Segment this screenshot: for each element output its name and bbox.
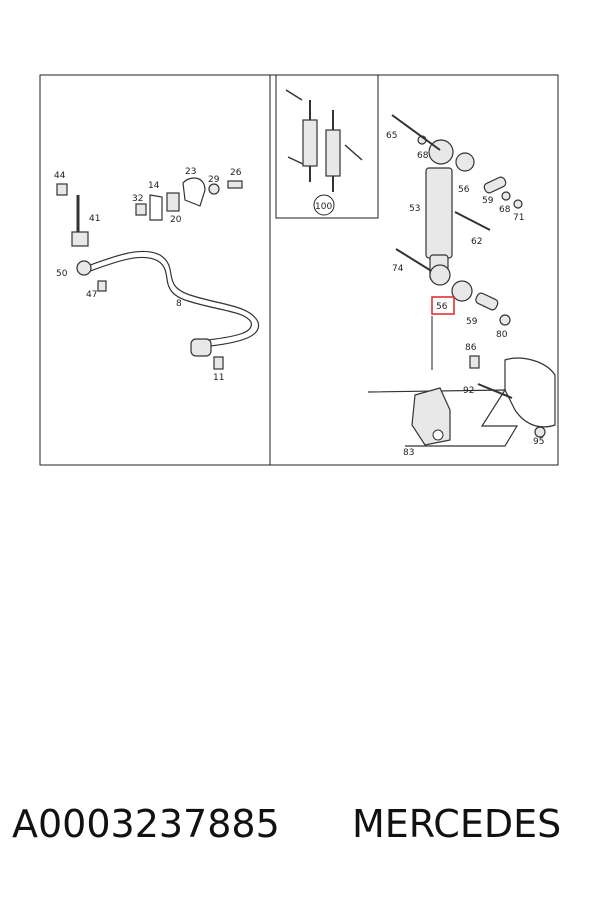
diagram-frame [39,74,559,466]
inset-shock-right [325,129,341,177]
callout-26: 26 [230,168,242,178]
nut-71 [513,199,523,209]
nut-80 [499,314,511,326]
nut-44 [56,183,68,196]
callout-80: 80 [496,330,508,340]
bushing-50 [76,260,92,276]
callout-20: 20 [170,215,182,225]
callout-41: 41 [89,214,100,224]
callout-14: 14 [148,181,160,191]
stabilizer-end-bushing [190,338,212,357]
callout-92: 92 [463,386,474,396]
callout-47: 47 [86,290,97,300]
inset-shock-left [302,119,318,167]
callout-23: 23 [185,167,196,177]
nut-11 [213,356,224,370]
clamp-14 [149,194,163,221]
nut-95 [534,426,546,438]
callout-59-lower: 59 [466,317,478,327]
callout-86: 86 [465,343,477,353]
washer-29 [208,183,220,195]
sleeve-59-upper [483,176,507,194]
caption: A0003237885 MERCEDES [0,802,600,862]
callout-83: 83 [403,448,414,458]
callout-65: 65 [386,131,397,141]
bolt-62 [454,211,491,231]
callout-29: 29 [208,175,220,185]
callout-8: 8 [176,299,182,309]
callout-32: 32 [132,194,143,204]
callout-95: 95 [533,437,544,447]
clamp-23 [182,177,206,207]
inset-frame [275,74,379,219]
bolt-26 [227,180,243,189]
bolt-86 [469,355,480,369]
shock-assembly [367,114,556,447]
washer-68-upper [501,191,511,201]
bolt-65 [391,114,441,151]
stabilizer-bar-group [56,177,260,370]
callout-labels: 44 41 50 47 8 11 14 32 20 23 29 26 100 6… [54,131,544,458]
callout-62: 62 [471,237,482,247]
link-bracket [71,231,89,247]
callout-50: 50 [56,269,68,279]
callout-53: 53 [409,204,420,214]
callout-56-upper: 56 [458,185,470,195]
part-number: A0003237885 [12,802,280,846]
callout-44: 44 [54,171,66,181]
parts-diagram: 44 41 50 47 8 11 14 32 20 23 29 26 100 6… [39,74,559,466]
callout-68-upper-left: 68 [417,151,429,161]
shock-absorber-53 [425,167,453,259]
lower-eye [429,264,451,286]
upper-bushing-56 [455,152,475,172]
bushing-20 [166,192,180,212]
mount-bracket-83 [411,387,451,446]
stabilizer-bar [81,250,260,347]
brand-name: MERCEDES [352,802,562,846]
bolt-74 [395,248,434,273]
sleeve-59-lower [475,292,499,311]
lower-mount-plate [367,389,519,447]
highlight-box [431,296,455,315]
callout-56-highlighted: 56 [436,302,448,312]
bolt-92 [477,383,513,399]
inset-shocks [285,89,363,216]
mount-bolt-hole [432,429,444,441]
callout-74: 74 [392,264,404,274]
callout-100: 100 [315,202,332,212]
inset-callout-circle [313,194,335,216]
bolt-47 [97,280,107,292]
callout-68-upper-right: 68 [499,205,511,215]
callout-59-upper: 59 [482,196,494,206]
nut-32 [135,203,147,216]
callout-11: 11 [213,373,224,383]
callout-71: 71 [513,213,524,223]
lower-bushing-56 [451,280,473,302]
axle-bracket [504,357,556,428]
